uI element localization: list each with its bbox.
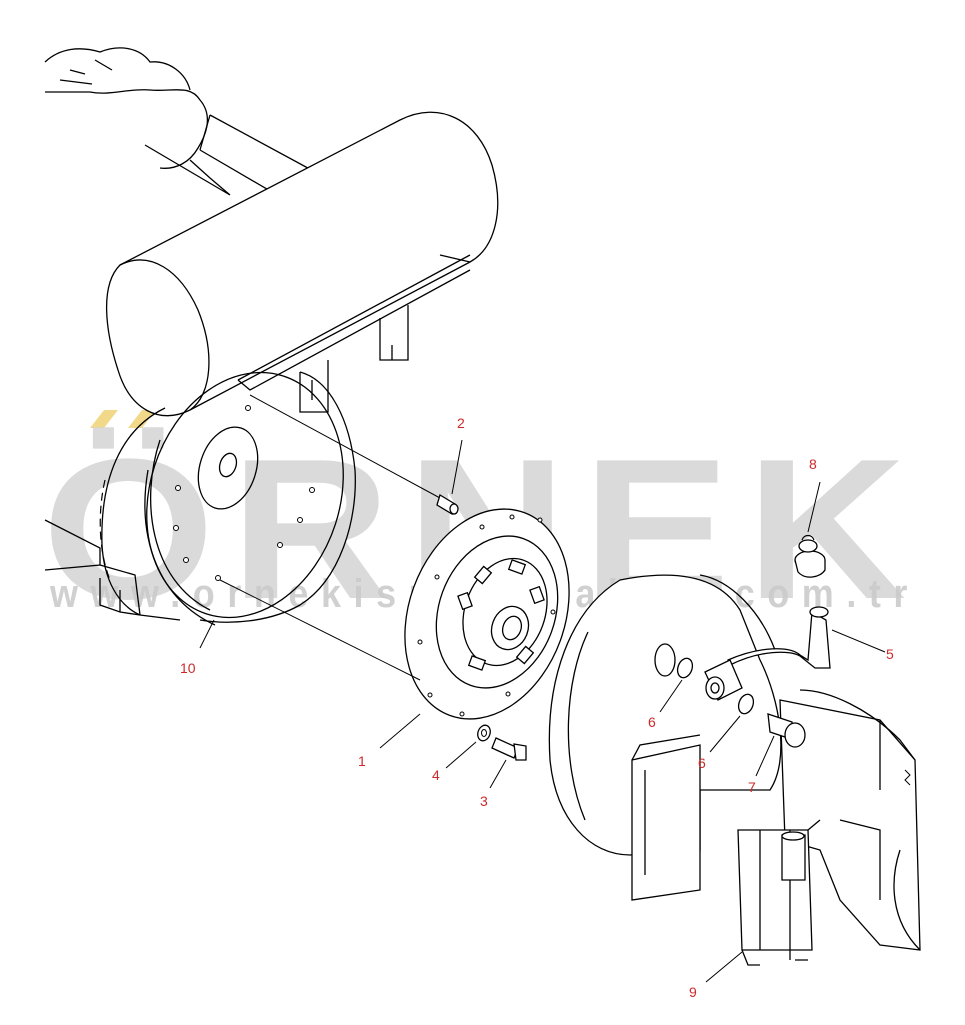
- callout-4: 4: [432, 767, 440, 783]
- callout-6a: 6: [648, 714, 656, 730]
- flywheel-bolt-holes: [173, 405, 315, 581]
- engine-assembly: [44, 47, 499, 626]
- o-ring-lower: [737, 693, 755, 715]
- filler-cap: [794, 534, 826, 578]
- callout-7: 7: [748, 779, 756, 795]
- tank-bracket: [237, 254, 471, 391]
- leader-9: [705, 951, 743, 983]
- callouts: 1 2 3 4 5 6 6 7 8 9 10: [180, 415, 894, 1000]
- lock-washer: [477, 724, 491, 742]
- gearbox-teeth: [904, 769, 911, 786]
- callout-10: 10: [180, 660, 196, 676]
- alignment-lines: [219, 394, 441, 681]
- leader-10: [199, 619, 215, 649]
- leader-3: [489, 759, 507, 789]
- leader-lines: [199, 439, 886, 983]
- housing-port: [654, 643, 676, 677]
- lower-housing-edge: [631, 734, 701, 875]
- callout-5: 5: [886, 646, 894, 662]
- flywheel: [146, 371, 344, 619]
- flywheel-rim: [144, 439, 216, 626]
- hand-outline: [44, 47, 208, 169]
- clutch-disc: [404, 508, 570, 720]
- leader-5: [831, 629, 886, 653]
- dowel-pin: [436, 494, 459, 515]
- flywheel-hub-ring: [197, 426, 259, 510]
- callout-9: 9: [689, 984, 697, 1000]
- clutch-disc-friction-ring: [435, 535, 559, 689]
- watermark-accent-mark: [90, 410, 156, 428]
- frame-rails: [144, 114, 331, 221]
- clutch-disc-spline: [501, 615, 523, 641]
- clutch-disc-hub: [490, 605, 530, 651]
- flywheel-hub-bore: [218, 452, 238, 478]
- callout-1: 1: [358, 753, 366, 769]
- clutch-disc-holes: [417, 514, 556, 717]
- lower-housing-block: [631, 744, 701, 901]
- leader-1: [379, 713, 421, 749]
- valve-body-details: [741, 819, 821, 966]
- leader-2: [451, 439, 463, 495]
- clutch-housing-flange: [567, 574, 776, 821]
- valve-stem: [781, 834, 806, 881]
- bolt: [491, 737, 527, 761]
- leader-4: [445, 741, 477, 769]
- damper-springs: [457, 559, 545, 671]
- tank-brackets: [299, 305, 409, 413]
- leader-6a: [659, 679, 683, 713]
- engine-block: [44, 519, 141, 616]
- callout-3: 3: [480, 793, 488, 809]
- leader-8: [807, 481, 821, 533]
- housing-dashed-edge: [99, 479, 111, 581]
- callout-6b: 6: [698, 755, 706, 771]
- o-ring-upper: [676, 657, 694, 679]
- air-tank-end-cap: [119, 259, 210, 411]
- clutch-housing: [548, 574, 782, 856]
- leader-7: [755, 735, 775, 777]
- leader-6b: [709, 715, 741, 753]
- gearbox-details: [799, 689, 921, 951]
- transmission-assembly: [548, 534, 921, 966]
- callout-2: 2: [457, 415, 465, 431]
- callout-8: 8: [809, 456, 817, 472]
- air-tank: [105, 111, 499, 417]
